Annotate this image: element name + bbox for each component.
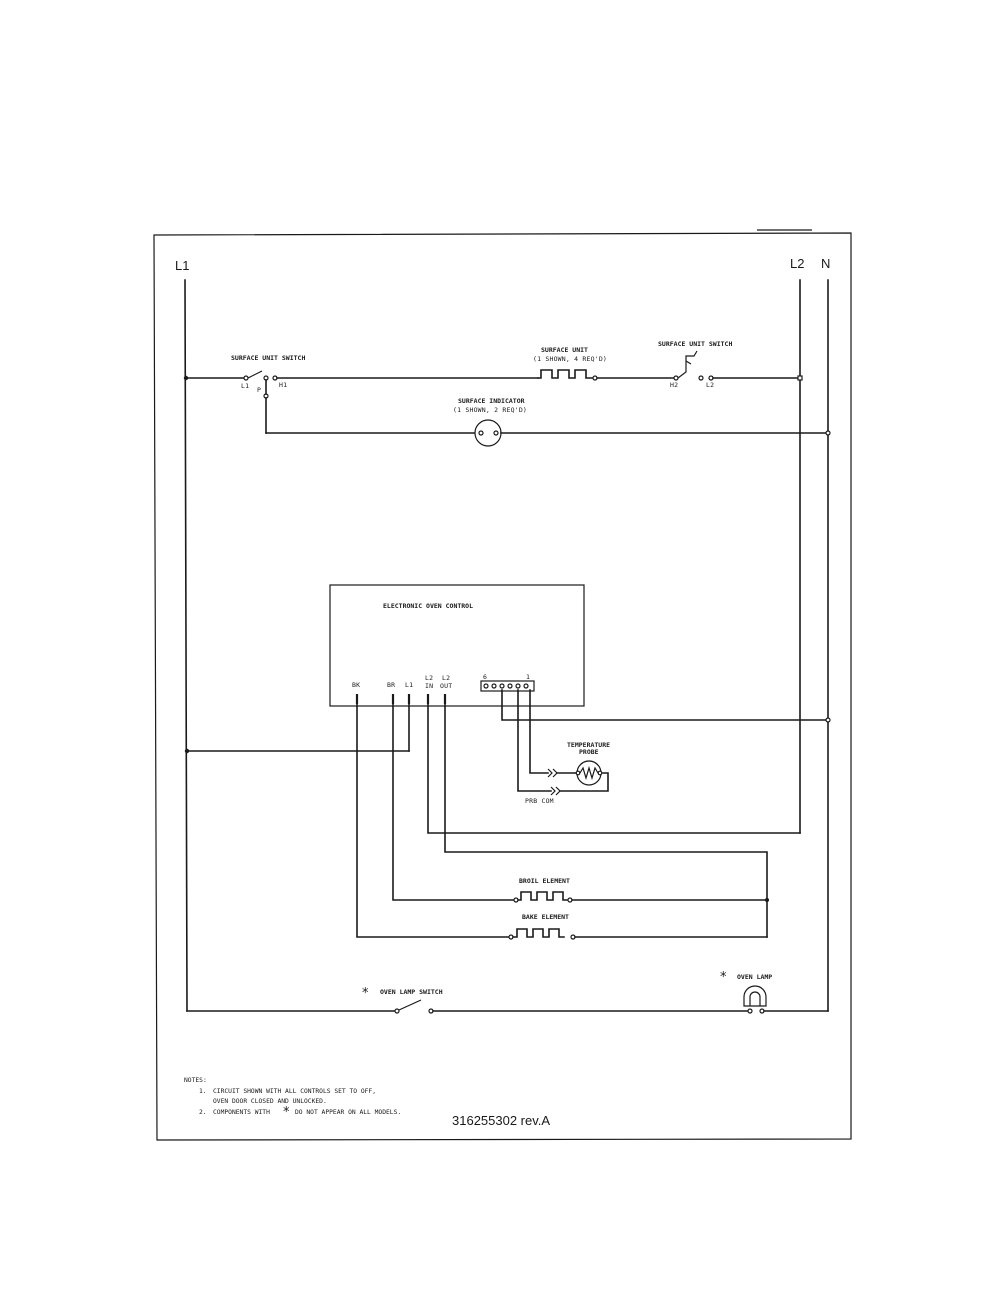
surface-switch-right-term-l2: L2	[706, 381, 714, 389]
note-2-text-pre: COMPONENTS WITH	[213, 1109, 270, 1116]
control-term-br: BR	[387, 681, 395, 689]
note-2-star: *	[283, 1105, 290, 1120]
surface-unit-switch-right	[673, 350, 714, 381]
broil-element-label: BROIL ELEMENT	[519, 877, 570, 885]
note-1-line-2: OVEN DOOR CLOSED AND UNLOCKED.	[213, 1098, 327, 1105]
control-term-l2in-bottom: IN	[425, 682, 433, 690]
control-title: ELECTRONIC OVEN CONTROL	[383, 602, 473, 610]
control-term-l2out-bottom: OUT	[440, 682, 452, 690]
drawing-part-number: 316255302 rev.A	[452, 1113, 550, 1128]
surface-indicator-label: SURFACE INDICATOR	[458, 397, 525, 405]
control-wiring	[184, 689, 831, 940]
bake-element	[512, 928, 565, 938]
probe-com-label: PRB COM	[525, 797, 554, 805]
bus-label-l2: L2	[790, 256, 804, 271]
surface-indicator-lamp	[474, 419, 502, 447]
surface-switch-right-term-h2: H2	[670, 381, 678, 389]
surface-unit-switch-left	[243, 370, 278, 399]
probe-label-2: PROBE	[579, 748, 599, 756]
bake-element-label: BAKE ELEMENT	[522, 913, 569, 921]
oven-lamp	[743, 985, 767, 1014]
oven-lamp-label: OVEN LAMP	[737, 973, 772, 981]
note-2-number: 2.	[199, 1109, 207, 1116]
control-term-l2in-top: L2	[425, 674, 433, 682]
surface-switch-left-term-l1: L1	[241, 382, 249, 390]
bus-label-l1: L1	[175, 258, 189, 273]
lamp-switch-star: *	[362, 986, 369, 1001]
oven-lamp-switch-label: OVEN LAMP SWITCH	[380, 988, 443, 996]
control-term-l1: L1	[405, 681, 413, 689]
surface-indicator-qty: (1 SHOWN, 2 REQ'D)	[453, 406, 527, 414]
broil-element	[517, 891, 568, 901]
oven-lamp-star: *	[720, 970, 727, 985]
surface-switch-left-term-p: P	[257, 386, 261, 394]
control-term-l2out-top: L2	[442, 674, 450, 682]
surface-unit-label: SURFACE UNIT	[541, 346, 588, 354]
page-frame	[153, 229, 852, 1141]
power-buses	[184, 279, 829, 1012]
surface-switch-left-term-h1: H1	[279, 381, 287, 389]
bus-label-n: N	[821, 256, 830, 271]
note-1-line-1: CIRCUIT SHOWN WITH ALL CONTROLS SET TO O…	[213, 1088, 376, 1095]
connector-pin-6: 6	[483, 673, 487, 681]
surface-switch-left-label: SURFACE UNIT SWITCH	[231, 354, 305, 362]
surface-unit-qty: (1 SHOWN, 4 REQ'D)	[533, 355, 607, 363]
notes: NOTES: 1. CIRCUIT SHOWN WITH ALL CONTROL…	[184, 1077, 401, 1120]
electronic-oven-control	[329, 584, 585, 707]
surface-switch-right-label: SURFACE UNIT SWITCH	[658, 340, 732, 348]
surface-unit-circuit	[183, 350, 831, 447]
note-1-number: 1.	[199, 1088, 207, 1095]
probe-label: TEMPERATURE	[567, 741, 610, 749]
control-term-bk: BK	[352, 681, 360, 689]
connector-pin-1: 1	[526, 673, 530, 681]
oven-lamp-circuit	[186, 985, 829, 1014]
note-2-text-post: DO NOT APPEAR ON ALL MODELS.	[295, 1109, 401, 1116]
notes-heading: NOTES:	[184, 1077, 207, 1084]
surface-unit-element	[537, 369, 593, 379]
temperature-probe	[547, 760, 609, 796]
